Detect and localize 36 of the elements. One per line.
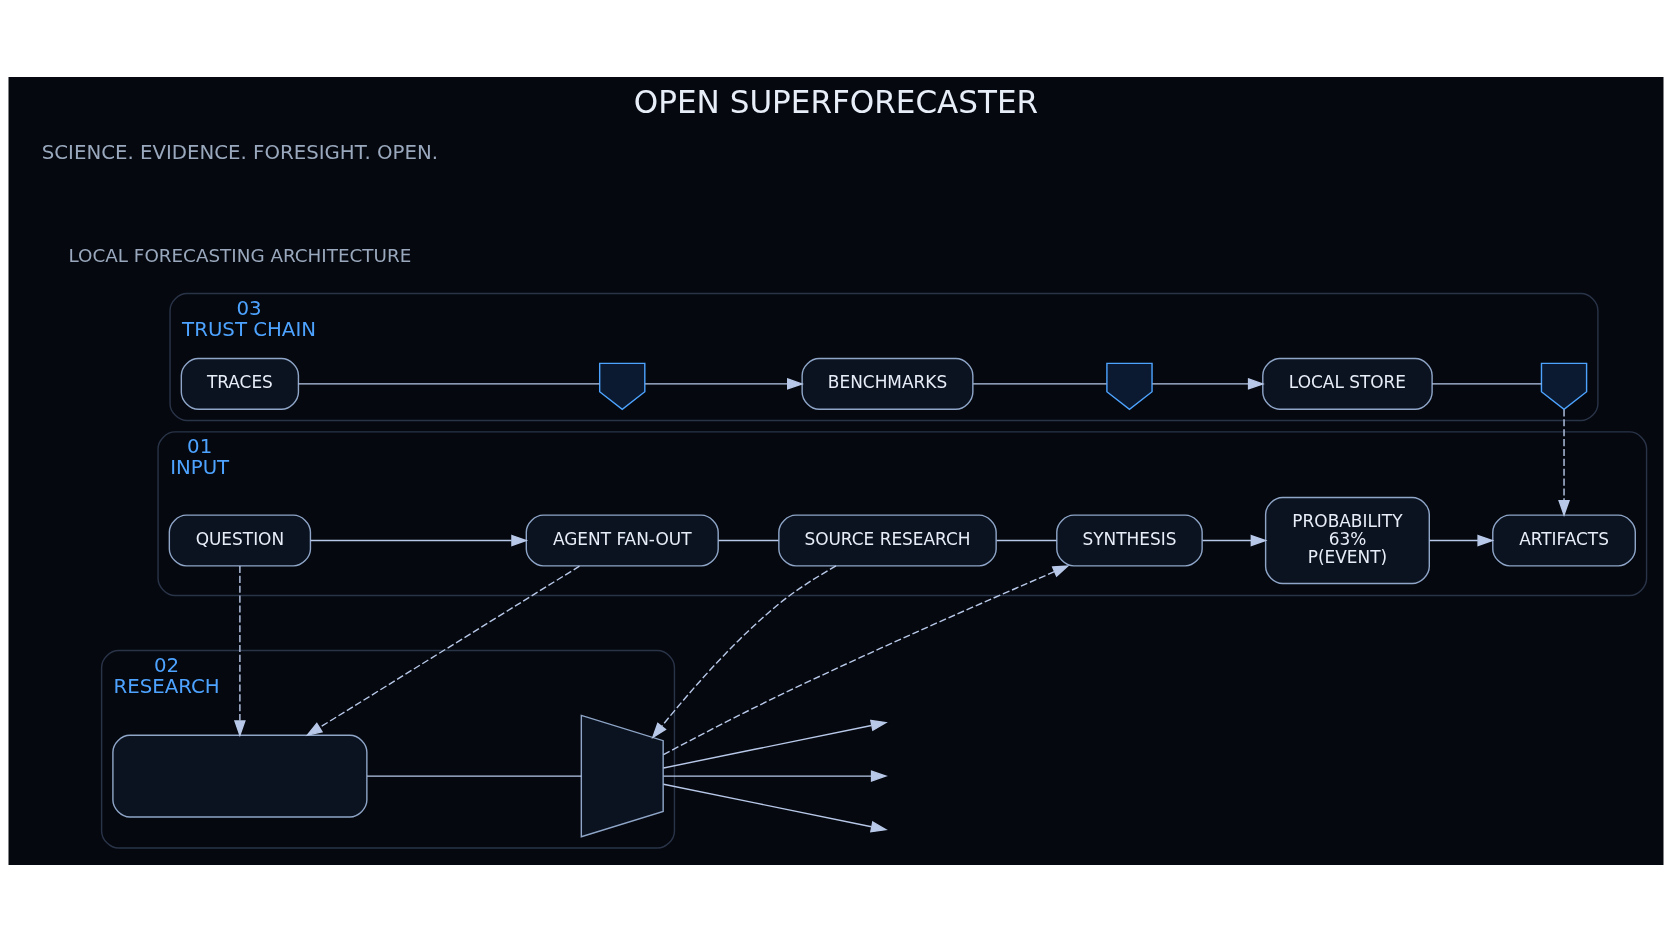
connector [717, 539, 780, 541]
arrow [662, 783, 888, 832]
arrow [651, 564, 837, 739]
connector [366, 774, 582, 777]
arrow [233, 564, 246, 737]
node-box: LOCAL STORE [1262, 357, 1433, 410]
node-box: TRACES [180, 357, 300, 410]
connector [297, 382, 601, 385]
arrow [662, 769, 888, 782]
node-box: ARTIFACTS [1492, 513, 1636, 567]
node-shield [1106, 362, 1153, 410]
arrow [1558, 408, 1570, 517]
node-shield [1540, 362, 1588, 410]
diagram-title: OPEN SUPERFORECASTER [633, 83, 1039, 120]
node-box: QUESTION [168, 513, 312, 567]
node-box: SOURCE RESEARCH [778, 513, 997, 567]
node-box [112, 734, 368, 818]
node-funnel [580, 714, 664, 838]
node-box: AGENT FAN-OUT [525, 513, 719, 567]
node-box: BENCHMARKS [801, 357, 974, 410]
node-box: PROBABILITY 63% P(EVENT) [1264, 496, 1430, 584]
label: LOCAL FORECASTING ARCHITECTURE [68, 244, 412, 266]
cluster: 02 RESEARCH [100, 649, 676, 849]
node-box: SYNTHESIS [1056, 513, 1203, 567]
arrow [662, 564, 1070, 755]
caption: SCIENCE. EVIDENCE. FORESIGHT. OPEN. [41, 140, 438, 164]
node-shield [598, 362, 646, 410]
connector [1431, 382, 1543, 385]
connector [972, 382, 1108, 385]
arrow [1201, 534, 1268, 546]
arrow [305, 564, 581, 736]
arrow [309, 534, 529, 546]
arrow [1151, 377, 1265, 390]
arrow [644, 377, 804, 390]
arrow [1429, 534, 1495, 546]
connector [995, 539, 1058, 541]
